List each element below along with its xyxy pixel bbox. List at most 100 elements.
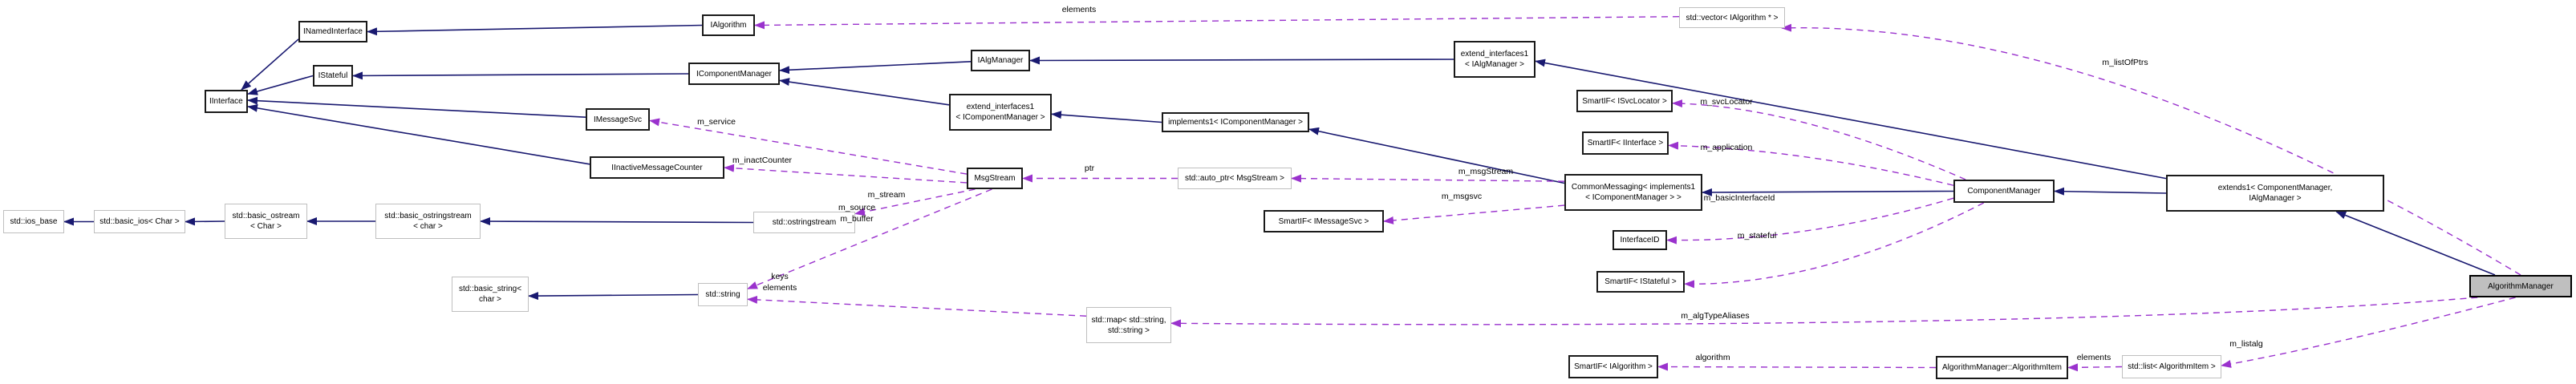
node-label: AlgorithmManager::AlgorithmItem <box>1942 363 2062 372</box>
node-ialgmanager[interactable]: IAlgManager <box>971 50 1030 71</box>
edge-label-line: m_basicInterfaceId <box>1703 193 1775 203</box>
node-label: IStateful <box>318 71 348 80</box>
node-commonmessaging[interactable]: CommonMessaging< implements1< IComponent… <box>1564 174 1702 211</box>
edge-icomponentmanager-to-istateful <box>352 71 689 80</box>
node-label: std::list< AlgorithmItem > <box>2128 362 2216 371</box>
edge-inamedinterface-to-iinterface <box>241 38 299 91</box>
edge-label-elements: elements <box>1062 4 1097 15</box>
edge-algorithmmanager-to-list_algitem <box>2221 297 2516 368</box>
node-label: std::string > <box>1108 325 1150 335</box>
node-label: extend_interfaces1 <box>966 103 1035 111</box>
node-smartif_iinterface[interactable]: SmartIF< IInterface > <box>1582 131 1669 155</box>
edge-label-line: m_algTypeAliases <box>1681 311 1750 321</box>
node-iinactivemessagecounter[interactable]: IInactiveMessageCounter <box>590 156 724 179</box>
node-inamedinterface[interactable]: INamedInterface <box>298 21 367 42</box>
edge-componentmanager-to-smartif_iinterface <box>1668 141 1954 186</box>
node-label: < IComponentManager > > <box>1585 193 1681 202</box>
node-label: std::vector< IAlgorithm * > <box>1686 13 1779 22</box>
node-label: char > <box>478 295 502 304</box>
edge-label-m_listalg: m_listalg <box>2229 338 2262 350</box>
edge-impl_icm-to-ext_icm <box>1051 111 1162 123</box>
node-ios_base: std::ios_base <box>3 210 64 233</box>
node-label: SmartIF< IMessageSvc > <box>1278 216 1369 226</box>
node-label: IAlgManager <box>977 56 1024 65</box>
node-basic_ostringstream: std::basic_ostringstream< char > <box>375 204 481 239</box>
node-icomponentmanager[interactable]: IComponentManager <box>688 63 780 85</box>
edge-ialgmanager-to-icomponentmanager <box>779 61 972 75</box>
node-vector_ialg: std::vector< IAlgorithm * > <box>1679 7 1785 28</box>
node-label: IAlgManager > <box>2249 194 2302 203</box>
edge-label-line: keys <box>771 272 789 281</box>
node-label: MsgStream <box>974 174 1016 183</box>
edge-basic_ostream-to-basic_ios <box>185 217 225 226</box>
node-label: IAlgorithm <box>710 21 747 30</box>
edge-label-m_stateful: m_stateful <box>1738 230 1776 241</box>
node-smartif_isvclocator[interactable]: SmartIF< ISvcLocator > <box>1576 90 1673 112</box>
edge-ostringstream-to-basic_ostringstream <box>480 217 754 226</box>
node-label: AlgorithmManager <box>2488 281 2554 291</box>
edge-label-line: elements <box>762 283 797 293</box>
node-label: std::ios_base <box>10 217 58 226</box>
node-ialgorithm[interactable]: IAlgorithm <box>702 14 755 36</box>
node-istateful[interactable]: IStateful <box>313 65 353 87</box>
node-label: std::basic_ios< Char > <box>99 217 180 226</box>
node-label: CommonMessaging< implements1 <box>1571 183 1696 192</box>
edge-label-m_stream: m_stream <box>868 189 906 200</box>
node-label: IMessageSvc <box>593 115 643 124</box>
node-iinterface[interactable]: IInterface <box>205 90 248 113</box>
node-basic_ios: std::basic_ios< Char > <box>94 210 185 233</box>
node-label: std::basic_string< <box>458 285 522 293</box>
edge-label-m_service: m_service <box>697 116 736 127</box>
edge-label-m_algTypeAliases: m_algTypeAliases <box>1681 310 1749 321</box>
node-list_algitem: std::list< AlgorithmItem > <box>2122 355 2221 378</box>
edge-label-m_svcLocator: m_svcLocator <box>1700 96 1752 107</box>
edge-ext_iam-to-ialgmanager <box>1029 56 1454 65</box>
node-algorithmmanager: AlgorithmManager <box>2469 275 2572 297</box>
node-label: extend_interfaces1 <box>1460 50 1529 59</box>
node-label: IInterface <box>209 97 243 106</box>
node-imessagesvc[interactable]: IMessageSvc <box>586 108 650 131</box>
node-smartif_imessagesvc[interactable]: SmartIF< IMessageSvc > <box>1264 210 1384 232</box>
node-label: < IAlgManager > <box>1465 60 1524 69</box>
edge-algorithmmanager-to-map_ss <box>1170 297 2478 328</box>
node-extends1[interactable]: extends1< ComponentManager, IAlgManager > <box>2166 175 2384 212</box>
node-ext_icm[interactable]: extend_interfaces1< IComponentManager > <box>949 94 1052 131</box>
edge-msgstream-to-iinactivemessagecounter <box>724 164 968 184</box>
edge-label-line: m_application <box>1700 143 1753 152</box>
node-label: std::basic_ostringstream <box>384 212 472 220</box>
node-label: std::map< std::string, <box>1091 315 1166 325</box>
node-smartif_ialgorithm[interactable]: SmartIF< IAlgorithm > <box>1568 355 1658 378</box>
edge-commonmessaging-to-smartif_imessagesvc <box>1383 204 1565 224</box>
node-ext_iam[interactable]: extend_interfaces1< IAlgManager > <box>1454 41 1535 78</box>
node-label: IInactiveMessageCounter <box>611 163 703 172</box>
edge-label-line: m_inactCounter <box>732 156 793 165</box>
node-algorithmitem[interactable]: AlgorithmManager::AlgorithmItem <box>1936 356 2068 379</box>
node-label: ComponentManager <box>1967 187 2041 196</box>
node-string: std::string <box>698 283 748 306</box>
node-msgstream[interactable]: MsgStream <box>967 168 1023 189</box>
edge-componentmanager-to-interfaceid <box>1666 197 1954 245</box>
node-componentmanager[interactable]: ComponentManager <box>1953 180 2055 203</box>
node-label: std::string <box>705 290 740 299</box>
node-label: IComponentManager <box>696 69 772 79</box>
edge-msgstream-to-ostringstream <box>854 188 976 216</box>
edge-label-keys-elements: keys elements <box>763 271 797 293</box>
node-label: extends1< ComponentManager, <box>2217 184 2333 192</box>
edge-label-m_listOfPtrs: m_listOfPtrs <box>2102 57 2148 68</box>
edge-label-line: m_svcLocator <box>1700 97 1753 107</box>
node-map_ss: std::map< std::string,std::string > <box>1086 307 1171 343</box>
edge-string-to-basic_string <box>528 292 699 301</box>
node-label: InterfaceID <box>1620 236 1660 245</box>
node-label: SmartIF< IInterface > <box>1587 139 1664 148</box>
edge-label-line: algorithm <box>1695 353 1730 362</box>
edge-algorithmitem-to-smartif_ialgorithm <box>1657 362 1937 371</box>
edge-msgstream-to-imessagesvc <box>649 118 968 175</box>
edge-label-line: elements <box>1061 5 1097 14</box>
node-smartif_istateful[interactable]: SmartIF< IStateful > <box>1596 271 1685 293</box>
node-label: < char > <box>413 222 443 231</box>
node-impl_icm[interactable]: implements1< IComponentManager > <box>1162 112 1309 132</box>
node-interfaceid[interactable]: InterfaceID <box>1613 230 1667 250</box>
